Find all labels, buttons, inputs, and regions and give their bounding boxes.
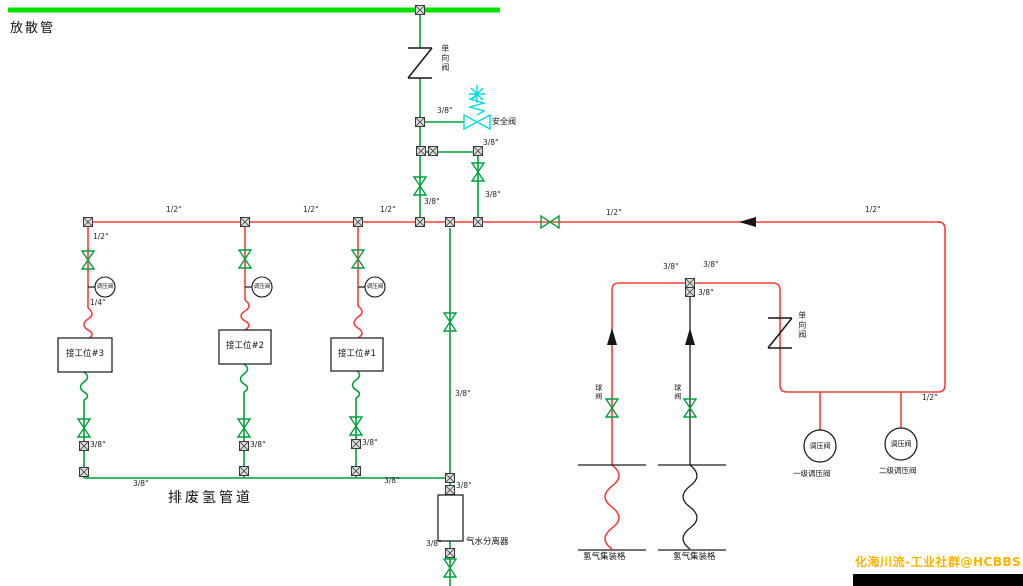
size-label: 1/2" [166, 205, 182, 214]
station1-label: 接工位#1 [337, 349, 377, 359]
size-label: 1/2" [303, 205, 319, 214]
station3-box [57, 337, 113, 373]
size-label: 3/8" [456, 481, 472, 490]
cylinder-rack-label: 氢气集装格 [583, 552, 626, 562]
station1-box [330, 337, 384, 372]
safety-valve-icon [463, 85, 491, 131]
green-pipes [79, 13, 479, 586]
valves [77, 162, 697, 578]
black-lines [88, 283, 726, 551]
pipe-fitting-icon [445, 548, 455, 558]
pipe-fitting-icon [445, 217, 455, 227]
pipe-fitting-icon [685, 287, 695, 297]
regulator-label: 调压阀 [96, 284, 114, 290]
size-label: 3/8" [384, 476, 400, 485]
cylinder-rack-label: 氢气集装格 [673, 552, 716, 562]
regulator-label: 调压阀 [809, 442, 831, 450]
size-label: 1/2" [93, 232, 109, 241]
pipe-fitting-icon [445, 485, 455, 495]
check-valve-top-label: 单向阀 [440, 44, 450, 73]
size-label: 1/2" [380, 205, 396, 214]
station2-label: 接工位#2 [225, 341, 265, 351]
size-label: 3/8" [424, 197, 440, 206]
regulator-circle [94, 276, 116, 298]
check-valve-icon [407, 47, 433, 79]
pipe-fitting-icon [445, 473, 455, 483]
pipe-fitting-icon [79, 441, 89, 451]
size-label: 3/8" [90, 440, 106, 449]
check-valve-right-label: 单向阀 [797, 311, 807, 340]
gas-water-separator-box [437, 494, 464, 542]
waste-pipe-label: 排废氢管道 [168, 490, 253, 506]
stage1-regulator-label: 一级调压阀 [793, 469, 831, 478]
stage2-regulator-label: 二级调压阀 [879, 466, 917, 475]
pipe-fitting-icon [351, 439, 361, 449]
pipe-fitting-icon [351, 466, 361, 476]
size-label: 3/8" [483, 138, 499, 147]
size-label: 3/8" [698, 288, 714, 297]
pipe-fitting-icon [415, 117, 425, 127]
size-label: 3/8" [663, 262, 679, 271]
size-label: 3/8" [437, 106, 453, 115]
size-label: 3/8" [703, 260, 719, 269]
size-label: 1/2" [922, 393, 938, 402]
pipe-fitting-icon [415, 217, 425, 227]
separator-label: 气水分离器 [466, 537, 509, 547]
pipe-fitting-icon [415, 5, 425, 15]
regulator-circle [803, 429, 837, 463]
pipe-fitting-icon [416, 146, 426, 156]
pipe-fitting-icon [353, 217, 363, 227]
pipe-fitting-icon [240, 217, 250, 227]
regulator-label: 调压阀 [253, 284, 271, 290]
pipe-fitting-icon [239, 466, 249, 476]
ball-valve-label: 球阀 [594, 384, 603, 401]
flow-arrow-icon [685, 328, 695, 345]
watermark-text: 化海川流-工业社群@HCBBS [855, 555, 1022, 569]
size-label: 3/8" [133, 479, 149, 488]
size-label: 3/8" [250, 440, 266, 449]
bottom-black-bar [853, 574, 1023, 586]
pipe-fitting-icon [83, 217, 93, 227]
size-label: 3/8" [455, 389, 471, 398]
size-label: 3/8" [362, 438, 378, 447]
size-label: 1/2" [606, 208, 622, 217]
regulator-circle [884, 427, 918, 461]
pipe-fitting-icon [473, 146, 483, 156]
size-label: 3/8" [426, 539, 442, 548]
size-label: 1/4" [90, 298, 106, 307]
pipe-fitting-icon [79, 467, 89, 477]
regulator-circle [251, 276, 273, 298]
vent-pipe-label: 放散管 [10, 21, 56, 36]
fittings [79, 5, 695, 558]
flow-arrow-icon [607, 328, 617, 345]
pipe-fitting-icon [685, 278, 695, 288]
regulator-label: 调压阀 [890, 440, 912, 448]
red-pipes [83, 221, 946, 550]
flow-arrow-icon [739, 217, 756, 227]
station3-label: 接工位#3 [65, 349, 105, 359]
ball-valve-label: 球阀 [673, 384, 682, 401]
pipe-fitting-icon [239, 441, 249, 451]
size-label: 1/2" [865, 205, 881, 214]
regulator-circle [364, 276, 386, 298]
pipe-fitting-icon [428, 146, 438, 156]
size-label: 3/8" [485, 190, 501, 199]
pipe-fitting-icon [473, 217, 483, 227]
regulator-label: 调压阀 [366, 284, 384, 290]
safety-valve-label: 安全阀 [492, 117, 516, 126]
station2-box [218, 329, 272, 365]
